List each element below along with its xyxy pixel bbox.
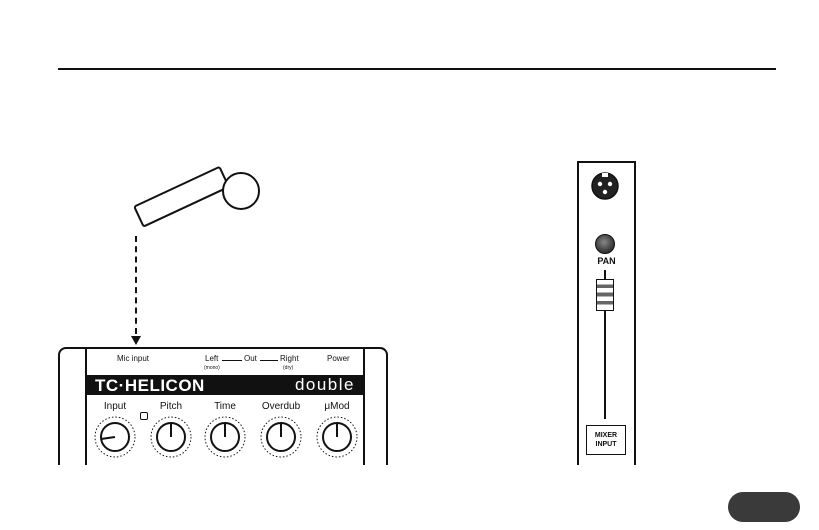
input-knob[interactable] [93,415,137,459]
left-mono-sublabel: (mono) [204,365,220,371]
out-connector-line-right [260,360,278,361]
mic-input-label: Mic input [117,354,149,363]
fader-handle[interactable] [596,279,614,311]
microphone-head [222,172,260,210]
knob-label-input: Input [85,401,145,412]
time-knob[interactable] [203,415,247,459]
right-dry-sublabel: (dry) [283,365,293,371]
xlr-jack-icon [589,171,621,201]
power-label: Power [327,354,350,363]
signal-arrow-icon [131,336,141,345]
header-rule [58,68,776,70]
mixer-channel-strip: PAN MIXER INPUT [577,161,636,465]
microphone-handle [133,166,230,228]
right-out-label: Right [280,354,299,363]
pedal-illustration: Mic input Left (mono) Out Right (dry) Po… [58,347,388,465]
pan-knob[interactable] [595,234,615,254]
knob-label-mod: μMod [307,401,367,412]
mixer-input-line2: INPUT [587,440,625,449]
signal-dashed-line [135,236,137,334]
knob-label-overdub: Overdub [251,401,311,412]
mod-knob[interactable] [315,415,359,459]
overdub-knob[interactable] [259,415,303,459]
left-out-label: Left [205,354,218,363]
pitch-knob[interactable] [149,415,193,459]
fader-track [604,311,606,419]
out-label: Out [244,354,257,363]
page-number-pill [728,492,800,522]
led-indicator [140,412,148,420]
out-connector-line-left [222,360,242,361]
model-name: double [295,375,355,395]
brand-logo: TC·HELICON [95,376,205,396]
mixer-input-line1: MIXER [587,431,625,440]
knob-label-pitch: Pitch [141,401,201,412]
pan-label: PAN [579,256,634,266]
knob-label-time: Time [195,401,255,412]
mixer-input-label-box: MIXER INPUT [586,425,626,455]
pedal-top-panel: Mic input Left (mono) Out Right (dry) Po… [85,349,365,465]
brand-bar: TC·HELICON double [87,375,363,395]
